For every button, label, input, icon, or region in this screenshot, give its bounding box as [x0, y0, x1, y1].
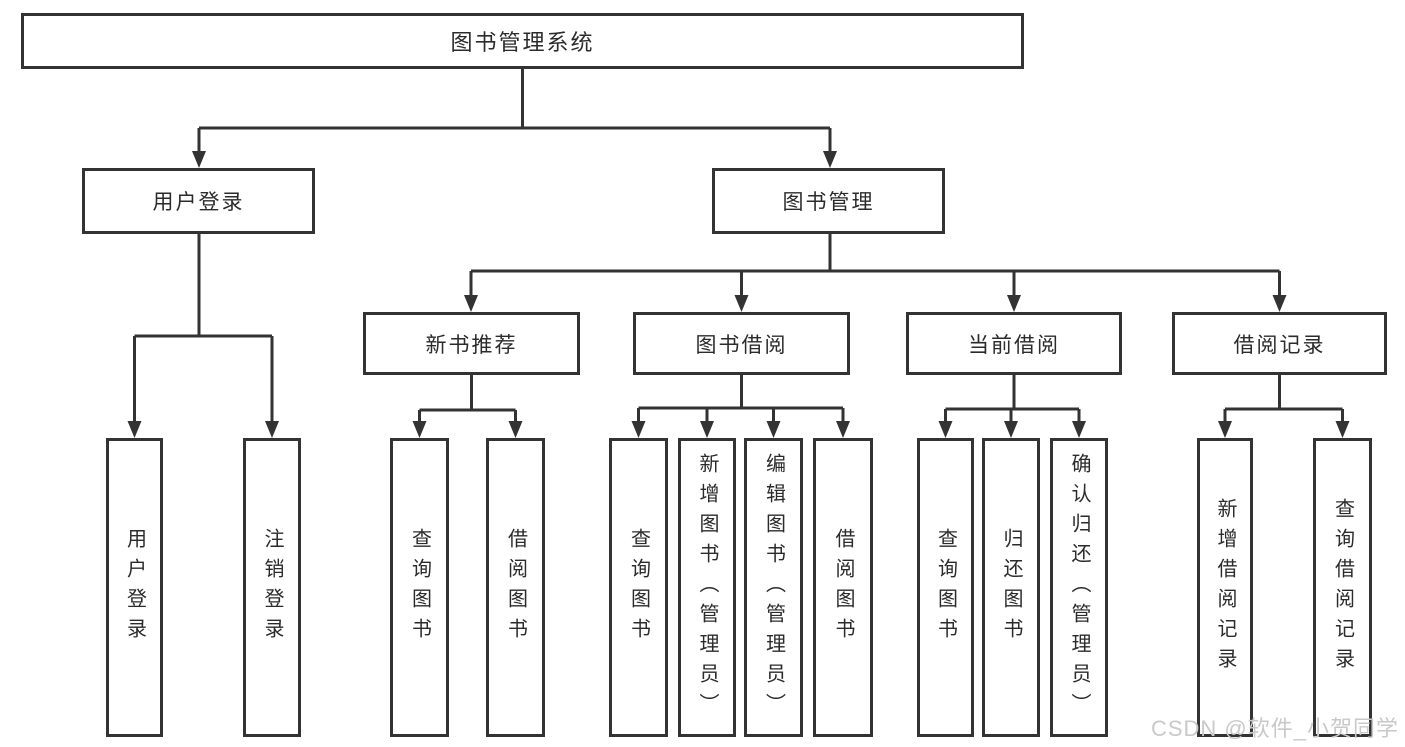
- leaf-confirm-return-admin: 确认归还（管理员）: [1050, 438, 1108, 737]
- node-label: 图书管理: [782, 191, 875, 214]
- csdn-watermark: CSDN @软件_小贺同学: [1150, 716, 1399, 741]
- node-book-management: 图书管理: [712, 168, 945, 234]
- leaf-borrow-book-2: 借阅图书: [813, 438, 873, 737]
- node-label: 当前借阅: [968, 333, 1060, 357]
- leaf-edit-book-admin: 编辑图书（管理员）: [744, 438, 803, 737]
- leaf-label: 新增借阅记录: [1214, 497, 1236, 678]
- leaf-label: 归还图书: [1000, 527, 1022, 648]
- leaf-query-borrow-record: 查询借阅记录: [1313, 438, 1372, 737]
- leaf-label: 确认归还（管理员）: [1068, 452, 1090, 723]
- leaf-label: 新增图书（管理员）: [696, 452, 718, 723]
- leaf-user-login: 用户登录: [106, 438, 163, 737]
- leaf-label: 编辑图书（管理员）: [762, 452, 785, 723]
- leaf-label: 用户登录: [123, 527, 146, 648]
- leaf-label: 查询图书: [934, 527, 957, 648]
- leaf-query-book-1: 查询图书: [390, 438, 449, 737]
- node-current-borrowing: 当前借阅: [906, 312, 1122, 375]
- leaf-borrow-book-1: 借阅图书: [486, 438, 545, 737]
- node-book-borrowing: 图书借阅: [633, 312, 850, 375]
- node-new-book-recommend: 新书推荐: [363, 312, 580, 375]
- leaf-add-book-admin: 新增图书（管理员）: [678, 438, 736, 737]
- leaf-label: 注销登录: [261, 527, 283, 648]
- node-label: 图书借阅: [695, 333, 788, 357]
- leaf-label: 查询图书: [627, 527, 650, 648]
- leaf-label: 查询借阅记录: [1331, 497, 1354, 678]
- leaf-logout: 注销登录: [243, 438, 301, 737]
- node-borrowing-records: 借阅记录: [1172, 312, 1387, 375]
- leaf-label: 查询图书: [408, 527, 431, 648]
- node-user-login: 用户登录: [82, 168, 315, 234]
- leaf-label: 借阅图书: [504, 527, 527, 648]
- leaf-return-book: 归还图书: [982, 438, 1040, 737]
- node-library-management-system: 图书管理系统: [21, 13, 1024, 69]
- leaf-query-book-2: 查询图书: [609, 438, 668, 737]
- leaf-add-borrow-record: 新增借阅记录: [1197, 438, 1253, 737]
- leaf-query-book-3: 查询图书: [917, 438, 974, 737]
- node-label: 用户登录: [152, 191, 245, 214]
- node-label: 新书推荐: [425, 333, 518, 357]
- node-label: 借阅记录: [1233, 333, 1326, 357]
- node-label: 图书管理系统: [450, 30, 595, 55]
- leaf-label: 借阅图书: [832, 527, 854, 648]
